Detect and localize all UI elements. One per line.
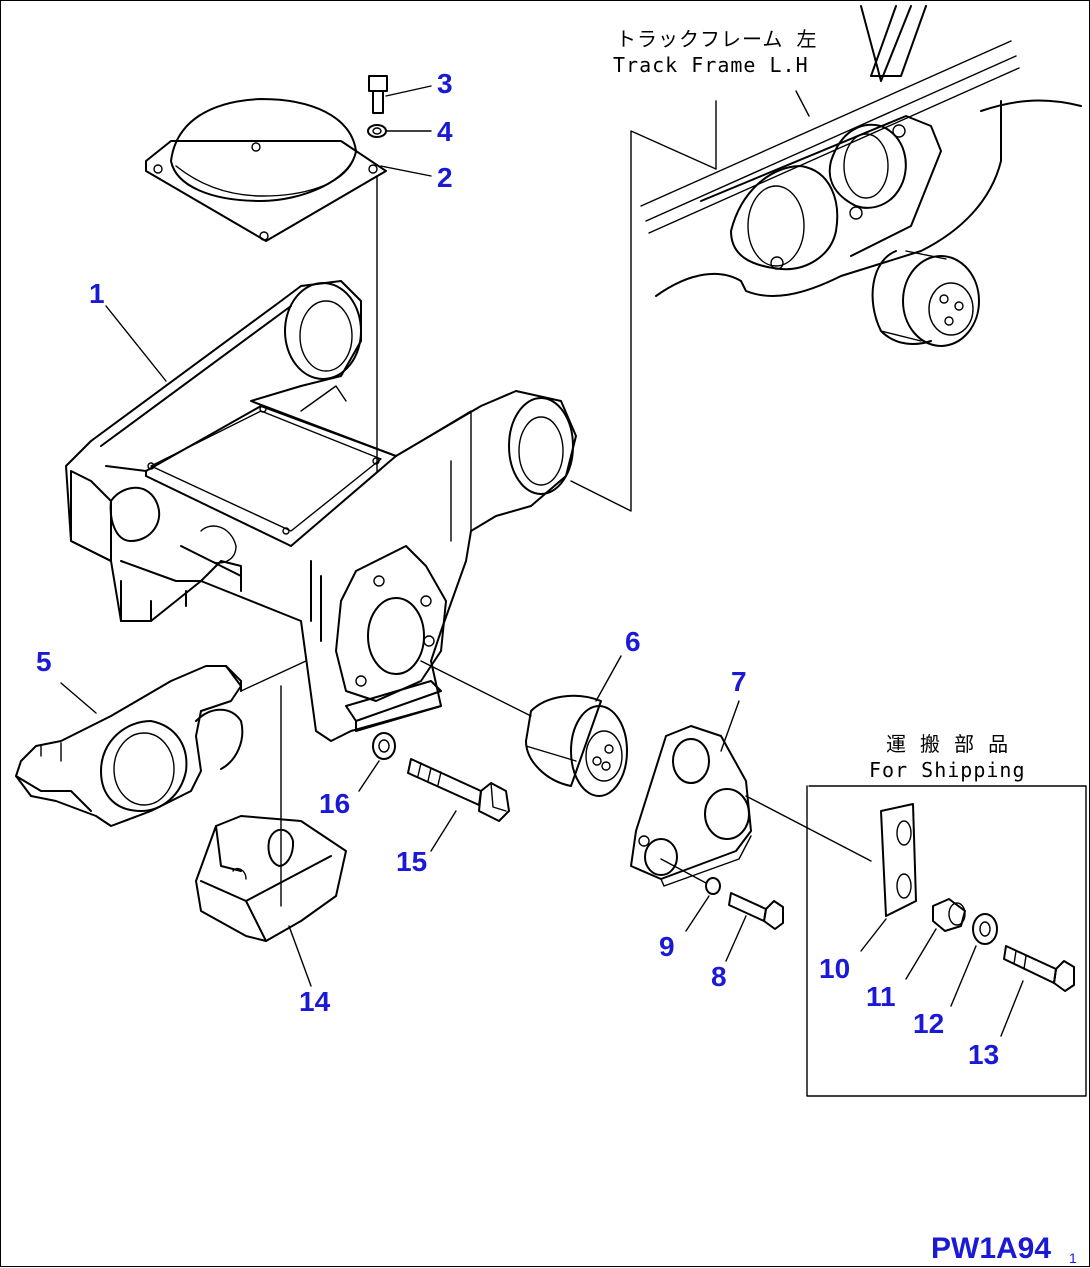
callout-8: 8 xyxy=(711,961,727,992)
bolt-part-3 xyxy=(368,75,388,114)
axis-9 xyxy=(660,858,707,884)
washer-part-12 xyxy=(972,913,998,945)
bolt-part-15 xyxy=(407,758,510,822)
callout-5: 5 xyxy=(36,646,52,677)
callout-9: 9 xyxy=(659,931,675,962)
bolt-part-13 xyxy=(1003,945,1075,992)
track-frame-lh xyxy=(640,5,1082,297)
leader-10 xyxy=(860,918,887,952)
track-frame-label-en: Track Frame L.H xyxy=(613,53,809,77)
callout-11: 11 xyxy=(866,981,896,1012)
washer-part-4 xyxy=(367,124,387,138)
leader-6 xyxy=(595,655,622,702)
drawing-code: PW1A94 xyxy=(931,1232,1051,1265)
callout-3: 3 xyxy=(437,68,453,99)
callout-4: 4 xyxy=(437,116,453,147)
stopper-block-part-14 xyxy=(195,815,347,942)
callout-6: 6 xyxy=(625,626,641,657)
leader-3 xyxy=(385,85,432,97)
leader-7 xyxy=(720,700,740,752)
leader-16 xyxy=(358,760,380,792)
collar-part-11 xyxy=(932,898,966,932)
leader-15 xyxy=(430,810,457,852)
leader-8 xyxy=(725,915,747,962)
callout-7: 7 xyxy=(731,666,747,697)
leader-9 xyxy=(685,895,710,932)
axis-6 xyxy=(420,660,532,717)
shipping-label-en: For Shipping xyxy=(869,758,1026,782)
roller-part-6 xyxy=(525,694,628,797)
plate-part-7 xyxy=(630,725,752,887)
bracket-part-10 xyxy=(880,803,917,917)
leader-13 xyxy=(1000,980,1024,1037)
shipping-label-jp: 運 搬 部 品 xyxy=(886,732,1009,756)
equalizer-bar-part-5 xyxy=(15,665,244,827)
callout-15: 15 xyxy=(396,846,427,877)
track-frame-roller xyxy=(871,250,980,347)
cover-part-2 xyxy=(145,98,387,242)
shipping-box xyxy=(806,785,1087,1097)
axis-7 xyxy=(745,795,872,862)
callout-12: 12 xyxy=(913,1008,944,1039)
callout-10: 10 xyxy=(819,953,850,984)
drawing-code-suffix: 1 xyxy=(1069,1250,1077,1266)
leader-14 xyxy=(288,925,312,987)
track-frame-label-jp: トラックフレーム 左 xyxy=(616,27,817,51)
leader-5 xyxy=(60,682,97,714)
bolt-part-8 xyxy=(728,892,784,930)
washer-part-16 xyxy=(372,732,396,760)
leader-2 xyxy=(380,165,432,177)
washer-part-9 xyxy=(705,877,721,895)
axis-5 xyxy=(240,660,307,692)
equalizer-frame-part-1 xyxy=(65,280,577,742)
callout-13: 13 xyxy=(968,1039,999,1070)
leader-1 xyxy=(105,305,167,382)
callout-2: 2 xyxy=(437,162,453,193)
track-frame-leader xyxy=(570,130,717,512)
callout-1: 1 xyxy=(89,278,105,309)
callout-14: 14 xyxy=(299,986,331,1017)
leader-12 xyxy=(950,945,977,1007)
callout-16: 16 xyxy=(319,788,350,819)
leader-11 xyxy=(905,928,937,980)
